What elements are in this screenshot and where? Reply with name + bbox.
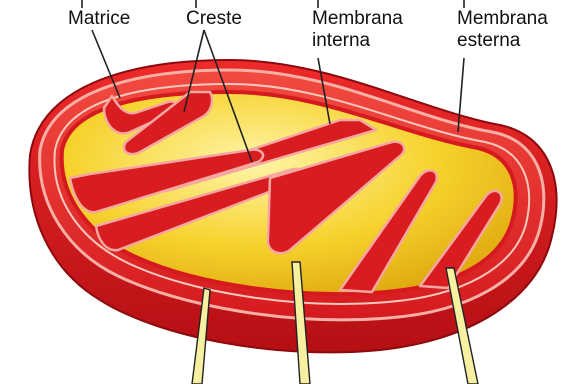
label-membrana-interna-line-2: interna xyxy=(312,30,403,52)
label-membrana-esterna: Membrana esterna xyxy=(457,8,548,52)
label-membrana-interna: Membrana interna xyxy=(312,8,403,52)
label-membrana-esterna-line-1: Membrana xyxy=(457,8,548,30)
label-matrice: Matrice xyxy=(68,8,130,30)
label-membrana-interna-line-1: Membrana xyxy=(312,8,403,30)
label-creste: Creste xyxy=(186,8,242,30)
label-membrana-esterna-line-2: esterna xyxy=(457,30,548,52)
